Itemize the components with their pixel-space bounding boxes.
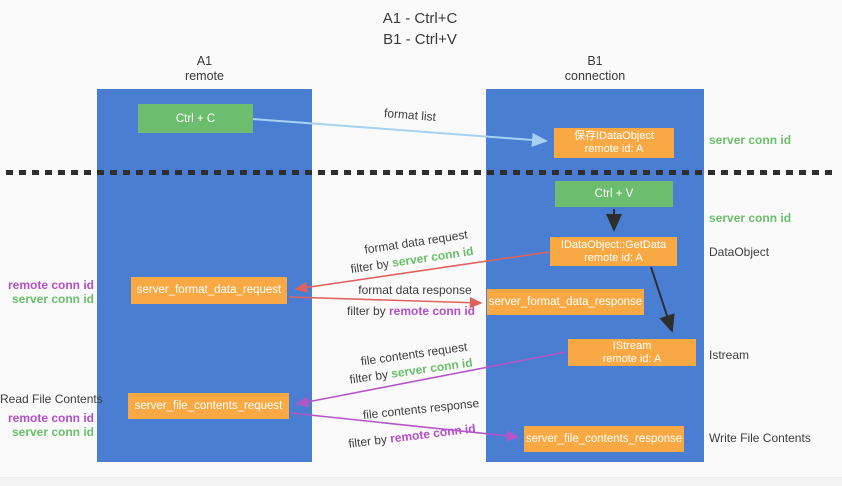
file-response-filter-label: filter by remote conn id <box>332 419 493 452</box>
istream-line2: remote id: A <box>602 352 662 365</box>
bottom-edge-strip <box>0 477 842 486</box>
save-idataobject-line1: 保存IDataObject <box>573 130 655 142</box>
lifeline-b-role: connection <box>564 69 626 83</box>
save-idataobject-line2: remote id: A <box>584 143 644 155</box>
ctrl-c-box: Ctrl + C <box>138 104 253 133</box>
format-list-label: format list <box>383 105 437 125</box>
remote-conn-id-annotation-1: remote conn id <box>7 278 94 292</box>
format-data-response-label: format data response <box>358 283 472 297</box>
filter-by-text: filter by <box>346 304 389 318</box>
write-file-contents-annotation: Write File Contents <box>709 431 811 445</box>
filter-by-text: filter by <box>348 366 393 387</box>
server-conn-id-annotation-2: server conn id <box>11 425 94 439</box>
remote-conn-id-text: remote conn id <box>389 304 476 318</box>
remote-conn-id-annotation-2: remote conn id <box>7 411 94 425</box>
lifeline-b-name: B1 <box>587 54 603 68</box>
server-format-data-response-box: server_format_data_response <box>487 289 644 315</box>
file-response-label: server_file_contents_response <box>525 432 683 445</box>
idataobject-getdata-box: IDataObject::GetData remote id: A <box>550 237 677 266</box>
lifeline-a-role: remote <box>185 69 224 83</box>
server-conn-id-annotation-top: server conn id <box>709 133 792 147</box>
server-file-contents-request-box: server_file_contents_request <box>128 393 289 419</box>
ctrl-v-label: Ctrl + V <box>594 188 634 200</box>
title-line-2: B1 - Ctrl+V <box>383 31 457 48</box>
format-response-label: server_format_data_response <box>488 295 643 308</box>
istream-box: IStream remote id: A <box>568 339 696 366</box>
ctrl-c-label: Ctrl + C <box>175 112 216 125</box>
server-format-data-request-box: server_format_data_request <box>131 277 287 304</box>
lifeline-a-name: A1 <box>196 54 213 68</box>
server-file-contents-response-box: server_file_contents_response <box>524 426 684 452</box>
istream-line1: IStream <box>612 339 652 352</box>
server-conn-id-annotation-mid: server conn id <box>709 211 792 225</box>
filter-by-text: filter by <box>349 256 394 277</box>
lifeline-b-header: B1 connection <box>486 54 704 84</box>
dotted-separator-line <box>6 170 832 175</box>
lifeline-a-header: A1 remote <box>97 54 312 84</box>
dataobject-annotation: DataObject <box>709 245 770 259</box>
diagram-title: A1 - Ctrl+C B1 - Ctrl+V <box>300 8 540 50</box>
format-data-response-arrow <box>288 296 483 309</box>
server-conn-id-annotation-1: server conn id <box>11 292 94 306</box>
save-idataobject-box: 保存IDataObject remote id: A <box>554 128 674 158</box>
format-response-filter-label: filter by remote conn id <box>331 304 491 318</box>
file-request-label: server_file_contents_request <box>134 399 283 412</box>
istream-annotation: Istream <box>709 348 750 362</box>
ctrl-v-box: Ctrl + V <box>555 181 673 207</box>
read-file-contents-annotation: Read File Contents <box>0 392 103 406</box>
format-request-label: server_format_data_request <box>136 284 282 296</box>
getdata-line2: remote id: A <box>584 251 643 264</box>
filter-by-text: filter by <box>347 431 392 451</box>
title-line-1: A1 - Ctrl+C <box>382 10 458 27</box>
remote-conn-id-text: remote conn id <box>389 421 477 446</box>
getdata-line1: IDataObject::GetData <box>560 238 667 251</box>
file-contents-response-label: file contents response <box>362 395 480 423</box>
